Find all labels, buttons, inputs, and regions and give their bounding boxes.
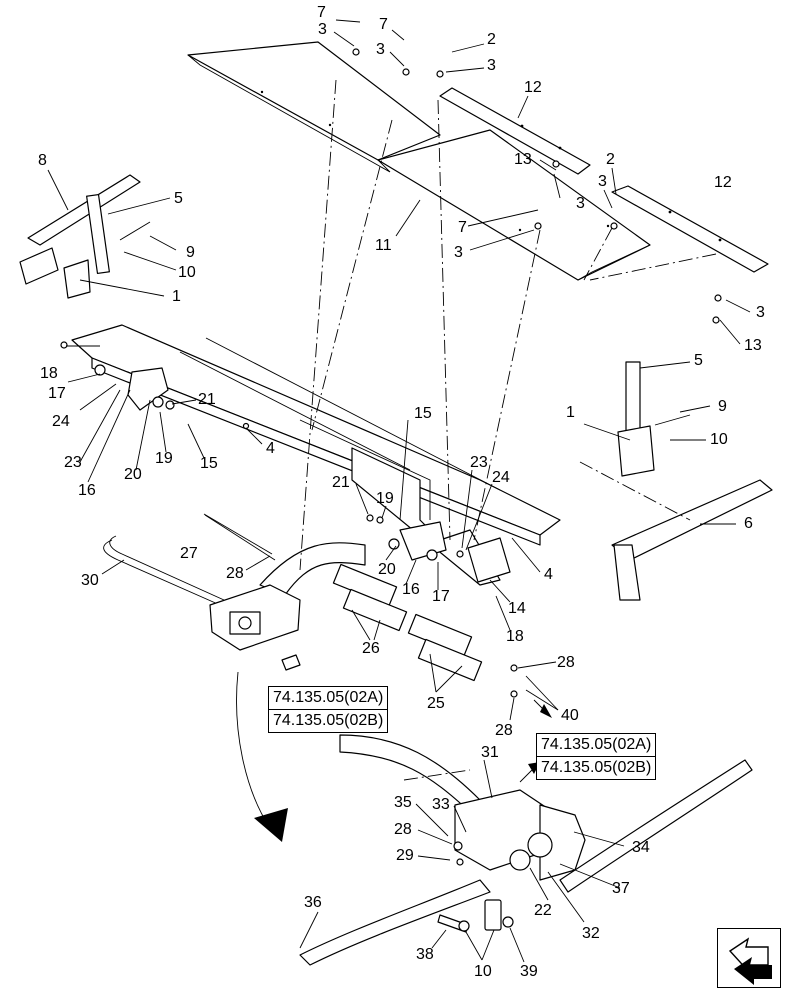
- callout-7: 7: [458, 219, 467, 236]
- bracket-right: [611, 361, 773, 601]
- callout-9: 9: [718, 398, 727, 415]
- bolt-27: [203, 513, 273, 555]
- callout-28: 28: [226, 565, 244, 582]
- callout-19: 19: [376, 490, 394, 507]
- callout-2: 2: [487, 31, 496, 48]
- callout-3: 3: [318, 21, 327, 38]
- callout-2: 2: [606, 151, 615, 168]
- callout-15: 15: [414, 405, 432, 422]
- callout-8: 8: [38, 152, 47, 169]
- callout-7: 7: [379, 16, 388, 33]
- callout-21: 21: [198, 391, 216, 408]
- callout-38: 38: [416, 946, 434, 963]
- callout-24: 24: [52, 413, 70, 430]
- callout-7: 7: [317, 4, 326, 21]
- callout-3: 3: [376, 41, 385, 58]
- callout-6: 6: [744, 515, 753, 532]
- bracket-left: [19, 174, 151, 299]
- callout-20: 20: [124, 466, 142, 483]
- callout-14: 14: [508, 600, 526, 617]
- callout-4: 4: [544, 566, 553, 583]
- callout-35: 35: [394, 794, 412, 811]
- callout-33: 33: [432, 796, 450, 813]
- callout-1: 1: [172, 288, 181, 305]
- callout-17: 17: [48, 385, 66, 402]
- callout-39: 39: [520, 963, 538, 980]
- callout-18: 18: [40, 365, 58, 382]
- wear-strip-lower: [611, 185, 769, 273]
- callout-27: 27: [180, 545, 198, 562]
- callout-13: 13: [514, 151, 532, 168]
- leader-lines: [47, 19, 751, 963]
- roller-tubes: [332, 563, 483, 682]
- callout-31: 31: [481, 744, 499, 761]
- view-arrow: [236, 671, 288, 842]
- callout-3: 3: [576, 195, 585, 212]
- reference-link-02a[interactable]: 74.135.05(02A): [541, 736, 652, 753]
- reference-box-1[interactable]: 74.135.05(02A) 74.135.05(02B): [268, 686, 389, 733]
- callout-25: 25: [427, 695, 445, 712]
- callout-11: 11: [375, 237, 392, 254]
- callout-24: 24: [492, 469, 510, 486]
- callout-15: 15: [200, 455, 218, 472]
- callout-28: 28: [557, 654, 575, 671]
- callout-5: 5: [694, 352, 703, 369]
- pivot-assembly-lower: [299, 734, 753, 966]
- callout-40: 40: [561, 707, 579, 724]
- wear-strip-upper: [439, 87, 591, 175]
- callout-13: 13: [744, 337, 762, 354]
- callout-16: 16: [78, 482, 96, 499]
- main-beam: [71, 324, 561, 586]
- callout-19: 19: [155, 450, 173, 467]
- callout-3: 3: [598, 173, 607, 190]
- hardware-markers: [60, 48, 722, 866]
- callout-9: 9: [186, 244, 195, 261]
- callout-18: 18: [506, 628, 524, 645]
- reference-link-02b[interactable]: 74.135.05(02B): [269, 709, 388, 732]
- callout-37: 37: [612, 880, 630, 897]
- callout-10: 10: [710, 431, 728, 448]
- deflector-shield: [187, 41, 651, 281]
- callout-23: 23: [64, 454, 82, 471]
- callout-21: 21: [332, 474, 350, 491]
- clamp-plates: [127, 367, 447, 561]
- callout-20: 20: [378, 561, 396, 578]
- callout-28: 28: [495, 722, 513, 739]
- callout-5: 5: [174, 190, 183, 207]
- callout-12: 12: [524, 79, 542, 96]
- callout-1: 1: [566, 404, 575, 421]
- callout-17: 17: [432, 588, 450, 605]
- callout-34: 34: [632, 839, 650, 856]
- callout-30: 30: [81, 572, 99, 589]
- callout-32: 32: [582, 925, 600, 942]
- spring-rod: [103, 514, 366, 606]
- page-turn-arrow-icon: [728, 937, 772, 985]
- reference-box-2[interactable]: 74.135.05(02A) 74.135.05(02B): [536, 733, 657, 780]
- alignment-lines: [299, 79, 717, 781]
- callout-10: 10: [474, 963, 492, 980]
- callout-36: 36: [304, 894, 322, 911]
- callout-16: 16: [402, 581, 420, 598]
- callout-28: 28: [394, 821, 412, 838]
- page-nav-button[interactable]: [717, 928, 781, 988]
- callout-4: 4: [266, 440, 275, 457]
- callout-3: 3: [487, 57, 496, 74]
- callout-26: 26: [362, 640, 380, 657]
- callout-3: 3: [454, 244, 463, 261]
- callout-23: 23: [470, 454, 488, 471]
- reference-link-02a[interactable]: 74.135.05(02A): [273, 689, 384, 706]
- callout-29: 29: [396, 847, 414, 864]
- callout-10: 10: [178, 264, 196, 281]
- callout-12: 12: [714, 174, 732, 191]
- reference-link-02b[interactable]: 74.135.05(02B): [537, 756, 656, 779]
- callout-3: 3: [756, 304, 765, 321]
- tensioner-upper: [209, 584, 301, 671]
- callout-22: 22: [534, 902, 552, 919]
